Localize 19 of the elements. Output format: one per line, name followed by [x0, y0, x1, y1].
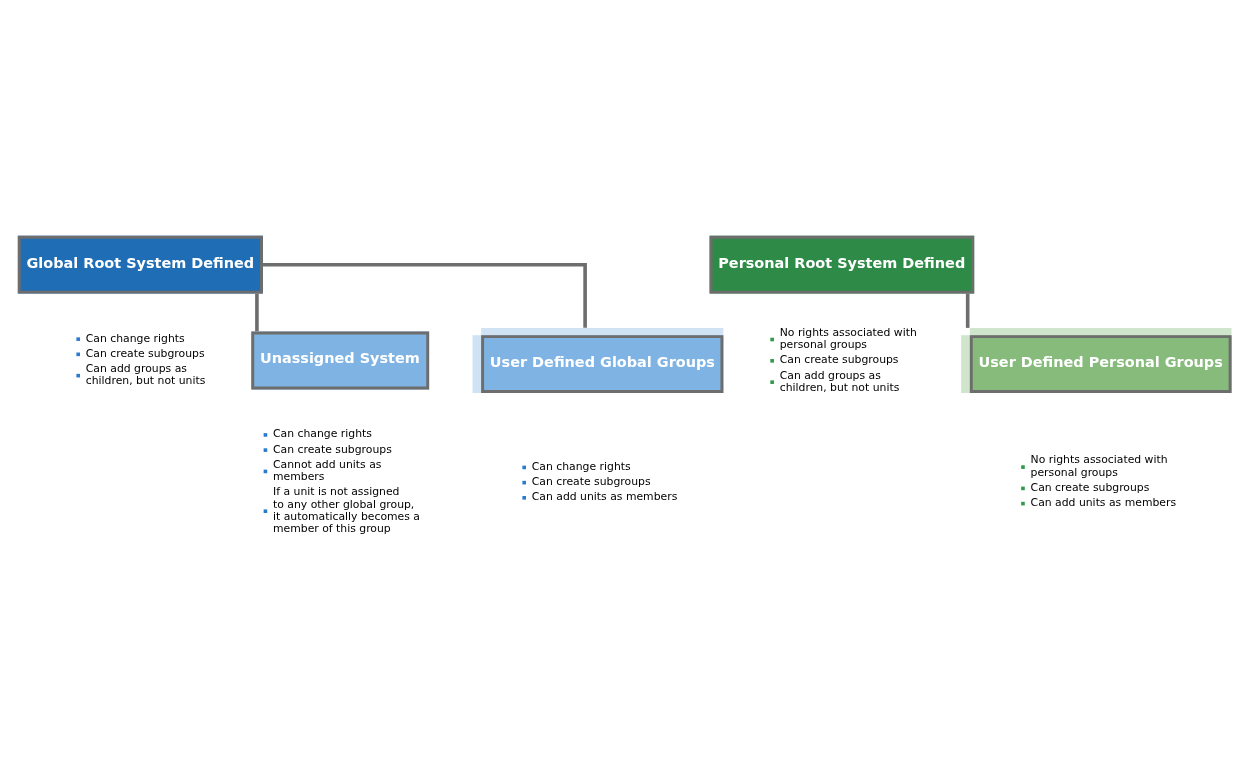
node-label: Can add groups as children, but not units — [85, 361, 206, 387]
connector — [255, 293, 259, 331]
connector — [263, 262, 587, 328]
node-label: Can add groups as children, but not units — [779, 368, 900, 394]
node-label: Can add units as members — [531, 489, 678, 503]
node-label: Can create subgroups — [779, 352, 899, 366]
node-label: Can add units as members — [1030, 495, 1177, 509]
node-label: Can change rights — [85, 331, 185, 345]
connector — [965, 293, 970, 328]
node-label: Cannot add units as members — [273, 457, 382, 483]
node-label: No rights associated with personal groups — [1030, 452, 1168, 479]
node-label: Can create subgroups — [273, 442, 392, 456]
node-label: Can create subgroups — [1030, 480, 1150, 494]
node-label: If a unit is not assigned to any other global group, it automatically becomes a member of this group — [273, 484, 421, 535]
node-label: Can change rights — [273, 426, 372, 440]
node-label: No rights associated with personal groups — [779, 325, 917, 351]
node-label: Can create subgroups — [531, 474, 651, 488]
node-label: Can change rights — [531, 459, 631, 473]
node-label: Can create subgroups — [85, 346, 205, 360]
